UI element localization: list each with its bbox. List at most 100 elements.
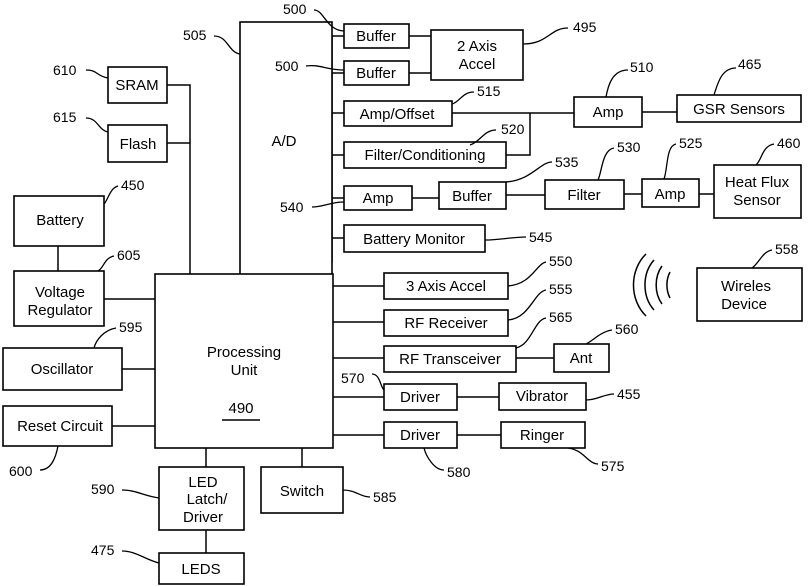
leader-585: [343, 490, 370, 497]
leader-555: [508, 290, 546, 320]
ref-558: 558: [775, 241, 799, 257]
oscillator-label: Oscillator: [31, 361, 94, 378]
ref-570: 570: [341, 370, 365, 386]
leader-615: [86, 118, 108, 132]
processing-unit-line1: Processing: [207, 344, 281, 361]
leader-580: [424, 448, 444, 470]
vibrator-label: Vibrator: [516, 388, 568, 405]
processing-unit-ref: 490: [228, 400, 253, 417]
amp-gsr-label: Amp: [593, 104, 624, 121]
leader-570: [372, 374, 384, 390]
heat-flux-sensor-line1: Heat Flux: [725, 174, 790, 191]
ref-615: 615: [53, 109, 77, 125]
leds-label: LEDS: [181, 561, 220, 578]
amp-540-label: Amp: [363, 190, 394, 207]
ref-525: 525: [679, 135, 703, 151]
axis3-accel-label: 3 Axis Accel: [406, 278, 486, 295]
leader-525: [664, 144, 676, 179]
leader-530: [598, 148, 614, 180]
leader-465: [714, 68, 736, 95]
leader-605: [98, 256, 114, 271]
processing-unit-line2: Unit: [231, 362, 259, 379]
leader-510: [606, 70, 628, 97]
leader-550: [508, 262, 546, 286]
leader-455: [586, 394, 614, 400]
ref-520: 520: [501, 121, 525, 137]
ref-605: 605: [117, 247, 141, 263]
ref-465: 465: [738, 56, 762, 72]
leader-600: [40, 446, 58, 470]
ref-460: 460: [777, 135, 801, 151]
gsr-sensors-label: GSR Sensors: [693, 101, 785, 118]
flash-label: Flash: [120, 136, 157, 153]
ad-label: A/D: [271, 133, 296, 150]
wireless-device-line2: Device: [721, 296, 767, 313]
leader-558: [752, 250, 772, 268]
ref-450: 450: [121, 177, 145, 193]
leader-545: [485, 237, 526, 240]
ref-540: 540: [280, 199, 304, 215]
filter-530-label: Filter: [567, 187, 600, 204]
ref-550: 550: [549, 253, 573, 269]
wireless-signal-icon: [633, 254, 670, 316]
ref-530: 530: [617, 139, 641, 155]
wireless-wave-1: [667, 272, 670, 298]
battery-label: Battery: [36, 212, 84, 229]
rf-receiver-label: RF Receiver: [404, 315, 487, 332]
leader-515: [452, 92, 474, 104]
ref-560: 560: [615, 321, 639, 337]
buffer-1-label: Buffer: [356, 28, 396, 45]
ref-585: 585: [373, 489, 397, 505]
led-latch-driver-line1: LED: [188, 474, 217, 491]
leader-590: [122, 490, 159, 498]
ref-455: 455: [617, 386, 641, 402]
switch-label: Switch: [280, 483, 324, 500]
leader-595: [94, 328, 116, 348]
ref-535: 535: [555, 154, 579, 170]
led-latch-driver-line3: Driver: [183, 509, 223, 526]
filter-conditioning-label: Filter/Conditioning: [365, 147, 486, 164]
wireless-device-line1: Wireles: [721, 278, 771, 295]
sram-label: SRAM: [115, 77, 158, 94]
ringer-label: Ringer: [520, 427, 564, 444]
wireless-wave-4: [633, 254, 646, 316]
heat-flux-sensor-line2: Sensor: [733, 192, 781, 209]
ref-595: 595: [119, 319, 143, 335]
ref-565: 565: [549, 309, 573, 325]
battery-monitor-label: Battery Monitor: [363, 231, 465, 248]
voltage-regulator-line1: Voltage: [35, 284, 85, 301]
driver-ringer-label: Driver: [400, 427, 440, 444]
leader-495: [523, 28, 568, 44]
rf-transceiver-label: RF Transceiver: [399, 351, 501, 368]
amp-offset-label: Amp/Offset: [360, 106, 436, 123]
ref-475: 475: [91, 542, 115, 558]
blocks: Buffer Buffer 2 Axis Accel SRAM Flash A/…: [3, 22, 802, 584]
wireless-wave-3: [645, 260, 654, 310]
ref-580: 580: [447, 464, 471, 480]
voltage-regulator-line2: Regulator: [27, 302, 92, 319]
processing-unit-box[interactable]: [155, 274, 333, 448]
leader-610: [86, 70, 108, 78]
ref-600: 600: [9, 463, 33, 479]
leader-560: [586, 330, 612, 344]
ref-555: 555: [549, 281, 573, 297]
ref-500b: 500: [275, 58, 299, 74]
wireless-wave-2: [656, 266, 662, 304]
ref-510: 510: [630, 59, 654, 75]
ref-515: 515: [477, 83, 501, 99]
buffer-535-label: Buffer: [452, 188, 492, 205]
leader-505: [214, 36, 240, 54]
ant-label: Ant: [570, 350, 593, 367]
leader-475: [122, 551, 159, 563]
leader-575: [568, 448, 598, 464]
amp-525-label: Amp: [655, 186, 686, 203]
led-latch-driver-line2: Latch/: [187, 491, 229, 508]
reset-circuit-label: Reset Circuit: [17, 418, 104, 435]
leader-460: [756, 144, 774, 165]
ref-590: 590: [91, 481, 115, 497]
axis2-accel-line2: Accel: [459, 56, 496, 73]
driver-vibrator-label: Driver: [400, 389, 440, 406]
ref-505: 505: [183, 27, 207, 43]
